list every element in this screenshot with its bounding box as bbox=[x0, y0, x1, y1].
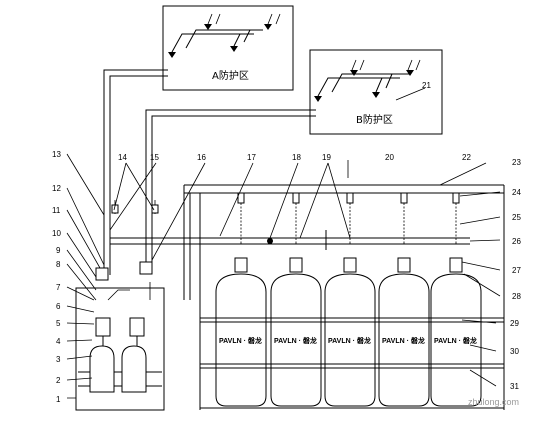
callout-23: 23 bbox=[512, 158, 521, 167]
hose-assemblies bbox=[234, 192, 463, 273]
solenoid-actuator-1-icon bbox=[95, 317, 111, 337]
protection-zone-b: B防护区 bbox=[309, 49, 443, 135]
callout-7: 7 bbox=[56, 283, 61, 292]
callout-17: 17 bbox=[247, 153, 256, 162]
callout-13: 13 bbox=[52, 150, 61, 159]
selector-valve-a-icon bbox=[95, 267, 109, 281]
callout-14: 14 bbox=[118, 153, 127, 162]
cabinet-frame bbox=[75, 287, 165, 411]
leader-lines bbox=[66, 87, 501, 399]
zone-a-nozzles bbox=[168, 24, 272, 58]
callout-30: 30 bbox=[510, 347, 519, 356]
hose-coupling-icon bbox=[400, 192, 408, 204]
callout-10: 10 bbox=[52, 229, 61, 238]
startup-cylinder-1 bbox=[89, 345, 115, 393]
callout-12: 12 bbox=[52, 184, 61, 193]
cylinder-5-brand: PAVLN · 磐龙 bbox=[434, 336, 477, 345]
callout-16: 16 bbox=[197, 153, 206, 162]
cylinder-2-brand: PAVLN · 磐龙 bbox=[274, 336, 317, 345]
callout-21: 21 bbox=[422, 81, 431, 90]
callout-31: 31 bbox=[510, 382, 519, 391]
container-valve-icon bbox=[289, 257, 303, 273]
callout-8: 8 bbox=[56, 260, 61, 269]
hose-4 bbox=[397, 192, 411, 273]
left-leaders bbox=[66, 153, 105, 399]
zone-supply-pipes bbox=[103, 69, 316, 275]
container-valve-icon bbox=[449, 257, 463, 273]
zone-b-frame bbox=[309, 49, 443, 135]
zone-b-label: B防护区 bbox=[356, 113, 393, 126]
zone-b-leader bbox=[395, 87, 426, 101]
container-valve-icon bbox=[234, 257, 248, 273]
callout-22: 22 bbox=[462, 153, 471, 162]
cylinder-1-brand: PAVLN · 磐龙 bbox=[219, 336, 262, 345]
main-manifold bbox=[110, 184, 505, 410]
callout-11: 11 bbox=[52, 206, 61, 215]
collection-manifold bbox=[110, 237, 470, 245]
zone-a-branch bbox=[233, 29, 251, 47]
callout-6: 6 bbox=[56, 302, 61, 311]
callout-29: 29 bbox=[510, 319, 519, 328]
zone-a-pipework bbox=[171, 29, 263, 53]
callout-2: 2 bbox=[56, 376, 61, 385]
top-leaders bbox=[109, 160, 351, 261]
callout-20: 20 bbox=[385, 153, 394, 162]
hose-5 bbox=[449, 192, 463, 273]
selector-valve-b-icon bbox=[139, 261, 153, 275]
zone-b-risers bbox=[351, 59, 421, 71]
top-frame-pipe bbox=[184, 184, 504, 194]
protection-zone-a: A防护区 bbox=[162, 5, 294, 91]
zone-b-nozzles bbox=[314, 70, 414, 102]
startup-cabinet bbox=[75, 261, 165, 411]
callout-24: 24 bbox=[512, 188, 521, 197]
watermark: zhulong.com bbox=[468, 397, 519, 407]
cylinder-4-brand: PAVLN · 磐龙 bbox=[382, 336, 425, 345]
cylinder-3-brand: PAVLN · 磐龙 bbox=[328, 336, 371, 345]
solenoid-actuator-2-icon bbox=[129, 317, 145, 337]
pipe-to-zone-b bbox=[145, 109, 316, 265]
callout-28: 28 bbox=[512, 292, 521, 301]
hose-coupling-icon bbox=[292, 192, 300, 204]
zone-a-label: A防护区 bbox=[212, 69, 249, 82]
agent-cylinder-2 bbox=[270, 273, 322, 407]
pressure-switch-b-icon bbox=[151, 204, 159, 214]
zone-a-risers bbox=[207, 13, 281, 25]
hose-3 bbox=[343, 192, 357, 273]
check-valve-icon bbox=[267, 238, 273, 244]
zone-b-branch bbox=[375, 73, 393, 93]
agent-cylinders: PAVLN · 磐龙 PAVLN · 磐龙 PAVLN · 磐龙 PAVLN ·… bbox=[200, 273, 504, 409]
callout-labels: 1 2 3 4 5 6 7 8 9 10 11 12 13 14 15 16 1… bbox=[52, 81, 521, 404]
container-valve-icon bbox=[343, 257, 357, 273]
callout-4: 4 bbox=[56, 337, 61, 346]
agent-cylinder-5 bbox=[430, 273, 482, 407]
agent-cylinder-3 bbox=[324, 273, 376, 407]
startup-cylinder-2 bbox=[121, 345, 147, 393]
zone-a-frame bbox=[162, 5, 294, 91]
control-lines bbox=[107, 282, 151, 301]
hose-1 bbox=[234, 192, 248, 273]
callout-3: 3 bbox=[56, 355, 61, 364]
callout-1: 1 bbox=[56, 395, 61, 404]
zone-b-pipework bbox=[317, 73, 410, 97]
hose-coupling-icon bbox=[452, 192, 460, 204]
agent-cylinder-4 bbox=[378, 273, 430, 407]
callout-5: 5 bbox=[56, 319, 61, 328]
callout-15: 15 bbox=[150, 153, 159, 162]
container-valve-icon bbox=[397, 257, 411, 273]
pipe-to-zone-a bbox=[103, 69, 168, 275]
callout-27: 27 bbox=[512, 266, 521, 275]
callout-9: 9 bbox=[56, 246, 61, 255]
cylinder-rack bbox=[200, 317, 504, 409]
callout-18: 18 bbox=[292, 153, 301, 162]
hose-2 bbox=[289, 192, 303, 273]
actuator-necks bbox=[102, 336, 138, 346]
hose-coupling-icon bbox=[346, 192, 354, 204]
right-leaders bbox=[439, 162, 501, 387]
callout-26: 26 bbox=[512, 237, 521, 246]
callout-25: 25 bbox=[512, 213, 521, 222]
agent-cylinder-1 bbox=[215, 273, 267, 407]
frame-uprights bbox=[183, 185, 505, 410]
callout-19: 19 bbox=[322, 153, 331, 162]
